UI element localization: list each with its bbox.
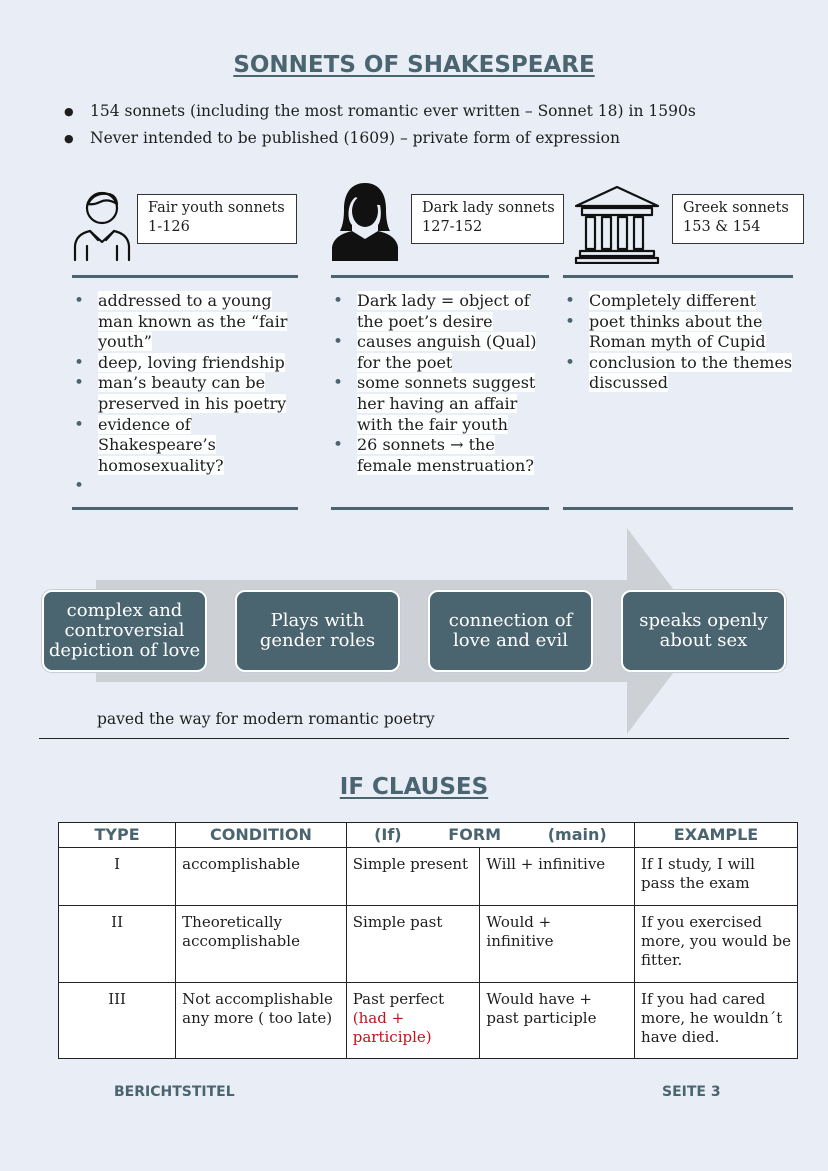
- if-clauses-table: TYPE CONDITION (If) FORM (main) EXAMPLE …: [57, 822, 798, 1059]
- if-form-cell: Simple past: [345, 905, 481, 983]
- if-form-cell: Simple present: [345, 847, 481, 906]
- type-cell: I: [57, 847, 177, 906]
- divider: [72, 507, 298, 510]
- woman-icon: [332, 183, 398, 261]
- if-form-cell: Past perfect(had +participle): [345, 982, 481, 1059]
- footer-title: BERICHTSTITEL: [114, 1084, 235, 1100]
- divider: [331, 275, 549, 278]
- main-form-cell: Would have +past participle: [479, 982, 636, 1059]
- section-divider: [39, 738, 789, 739]
- intro-list: 154 sonnets (including the most romantic…: [64, 98, 764, 152]
- divider: [331, 507, 549, 510]
- table-row: I accomplishable Simple present Will + i…: [57, 847, 798, 906]
- divider: [563, 275, 793, 278]
- young-man-icon: [73, 191, 131, 262]
- list-item: Completely different: [563, 291, 803, 312]
- list-item: [72, 476, 302, 497]
- header-form: (If) FORM (main): [345, 822, 636, 848]
- header-condition: CONDITION: [175, 822, 347, 848]
- table-header-row: TYPE CONDITION (If) FORM (main) EXAMPLE: [57, 822, 798, 848]
- process-arrow: [96, 528, 705, 734]
- condition-cell: accomplishable: [175, 847, 347, 906]
- section-title: IF CLAUSES: [339, 774, 489, 800]
- intro-item: Never intended to be published (1609) – …: [64, 125, 764, 152]
- header-example: EXAMPLE: [634, 822, 798, 848]
- divider: [563, 507, 793, 510]
- intro-item: 154 sonnets (including the most romantic…: [64, 98, 764, 125]
- header-type: TYPE: [57, 822, 177, 848]
- fair-youth-label: Fair youth sonnets 1-126: [137, 194, 297, 244]
- divider: [72, 275, 298, 278]
- page-title: SONNETS OF SHAKESPEARE: [233, 52, 595, 78]
- process-caption: paved the way for modern romantic poetry: [97, 710, 435, 728]
- greek-sonnets-list: Completely different poet thinks about t…: [563, 291, 803, 394]
- list-item: causes anguish (Qual)for the poet: [331, 332, 553, 373]
- main-form-cell: Will + infinitive: [479, 847, 636, 906]
- greek-temple-icon: [574, 185, 660, 264]
- main-form-cell: Would +infinitive: [479, 905, 636, 983]
- type-cell: III: [57, 982, 177, 1059]
- list-item: deep, loving friendship: [72, 352, 302, 374]
- greek-sonnets-label: Greek sonnets 153 & 154: [672, 194, 804, 244]
- page-number: SEITE 3: [662, 1084, 721, 1100]
- type-cell: II: [57, 905, 177, 983]
- dark-lady-label: Dark lady sonnets 127-152: [411, 194, 564, 244]
